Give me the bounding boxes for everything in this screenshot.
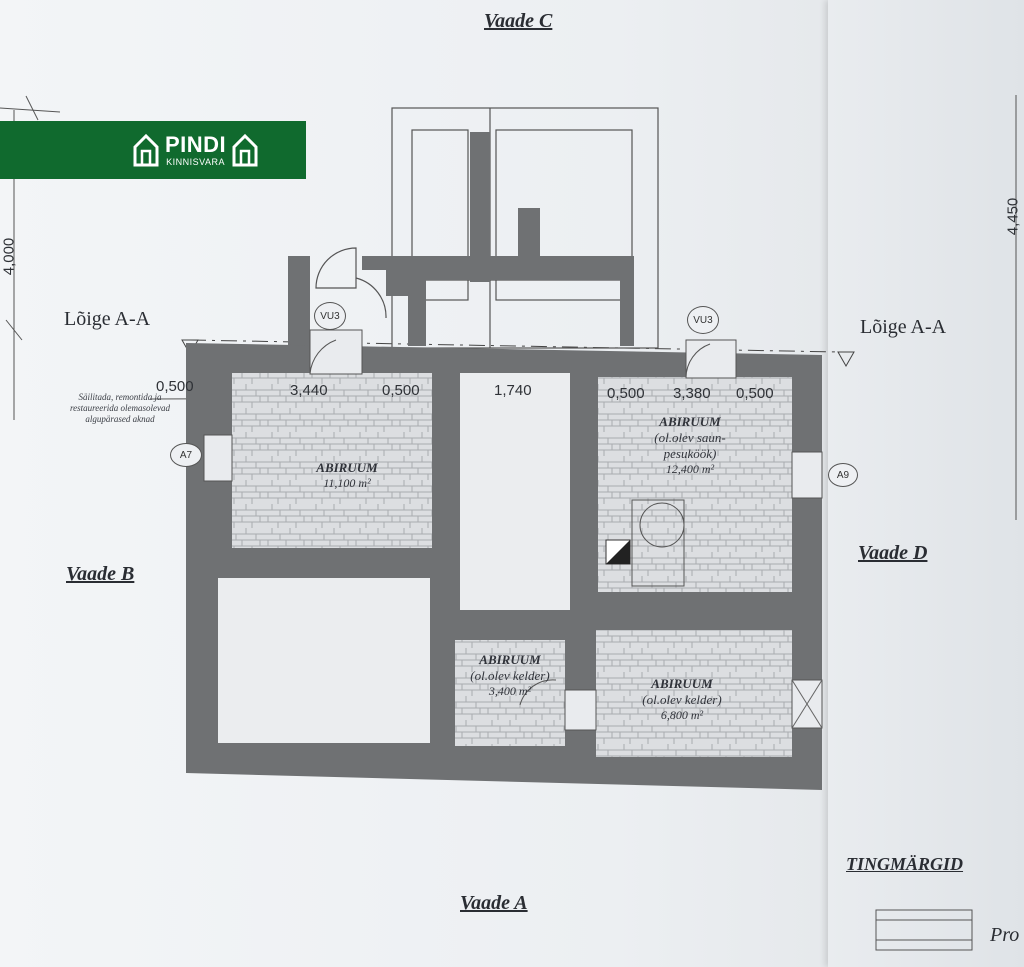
note-line: Säilitada, remontida ja bbox=[78, 392, 162, 402]
dimension-label: 0,500 bbox=[607, 385, 645, 402]
room-name: ABIRUUM bbox=[659, 414, 721, 429]
view-label-bottom: Vaade A bbox=[460, 892, 528, 914]
room-subtitle: (ol.olev kelder) bbox=[470, 668, 550, 683]
room-fill-empty bbox=[218, 578, 430, 743]
view-label-left: Vaade B bbox=[66, 563, 135, 585]
main-walls bbox=[186, 343, 822, 790]
door-tag-vu3-right: VU3 bbox=[687, 306, 719, 334]
window-marks bbox=[791, 679, 823, 729]
sauna-stove-box bbox=[631, 499, 685, 587]
dimension-label-vertical: 4,450 bbox=[1004, 197, 1022, 236]
view-label-top: Vaade C bbox=[484, 10, 553, 32]
view-label-right: Vaade D bbox=[858, 542, 928, 564]
room-label-4: ABIRUUM (ol.olev kelder) 6,800 m² bbox=[612, 676, 752, 723]
room-subtitle: (ol.olev kelder) bbox=[642, 692, 722, 707]
room-area: 6,800 m² bbox=[660, 708, 704, 722]
room-area: 3,400 m² bbox=[488, 684, 532, 698]
window-note: Säilitada, remontida ja restaureerida ol… bbox=[60, 392, 180, 425]
room-label-3: ABIRUUM (ol.olev kelder) 3,400 m² bbox=[450, 652, 570, 699]
room-fill-4 bbox=[596, 630, 792, 757]
chimney-icon bbox=[605, 539, 631, 565]
door-tag-vu3-left: VU3 bbox=[314, 302, 346, 330]
dimension-label: 0,500 bbox=[736, 385, 774, 402]
dimension-label-vertical: 4,000 bbox=[0, 237, 18, 276]
annex-walls bbox=[288, 132, 634, 346]
pindi-logo: PINDI KINNISVARA bbox=[0, 121, 306, 179]
note-line: algupärased aknad bbox=[85, 414, 155, 424]
legend-symbol bbox=[875, 909, 973, 951]
section-label-right: Lõige A-A bbox=[860, 316, 947, 338]
room-name: ABIRUUM bbox=[316, 460, 378, 475]
dimension-label: 0,500 bbox=[382, 382, 420, 399]
door-swings bbox=[309, 339, 711, 706]
room-label-1: ABIRUUM 11,100 m² bbox=[292, 460, 402, 491]
section-label-left: Lõige A-A bbox=[64, 308, 151, 330]
room-area: 12,400 m² bbox=[665, 462, 715, 476]
house-icon bbox=[133, 133, 159, 167]
legend-title: TINGMÄRGID bbox=[846, 854, 964, 874]
window-tag-a9: A9 bbox=[828, 463, 858, 487]
section-arrow-right bbox=[837, 351, 855, 368]
room-area: 11,100 m² bbox=[323, 476, 371, 490]
room-name: ABIRUUM bbox=[479, 652, 541, 667]
logo-sub: KINNISVARA bbox=[166, 156, 226, 167]
dimension-label: 3,440 bbox=[290, 382, 328, 399]
dimension-label: 0,500 bbox=[156, 378, 194, 395]
dimension-label: 3,380 bbox=[673, 385, 711, 402]
window-tag-a7: A7 bbox=[170, 443, 202, 467]
room-fill-1 bbox=[232, 373, 432, 548]
legend-item-label: Pro bbox=[990, 924, 1020, 946]
room-fill-3 bbox=[455, 640, 565, 746]
corridor-fill bbox=[460, 373, 570, 610]
room-name: ABIRUUM bbox=[651, 676, 713, 691]
note-line: restaureerida olemasolevad bbox=[69, 403, 171, 413]
room-subtitle: (ol.olev saun- bbox=[654, 430, 726, 445]
adjacent-sheet bbox=[828, 0, 1024, 967]
room-label-2: ABIRUUM (ol.olev saun- pesuköök) 12,400 … bbox=[620, 414, 760, 477]
room-subtitle: pesuköök) bbox=[663, 446, 717, 461]
house-icon bbox=[232, 133, 258, 167]
dimension-label: 1,740 bbox=[494, 382, 532, 399]
logo-name: PINDI bbox=[165, 131, 227, 157]
